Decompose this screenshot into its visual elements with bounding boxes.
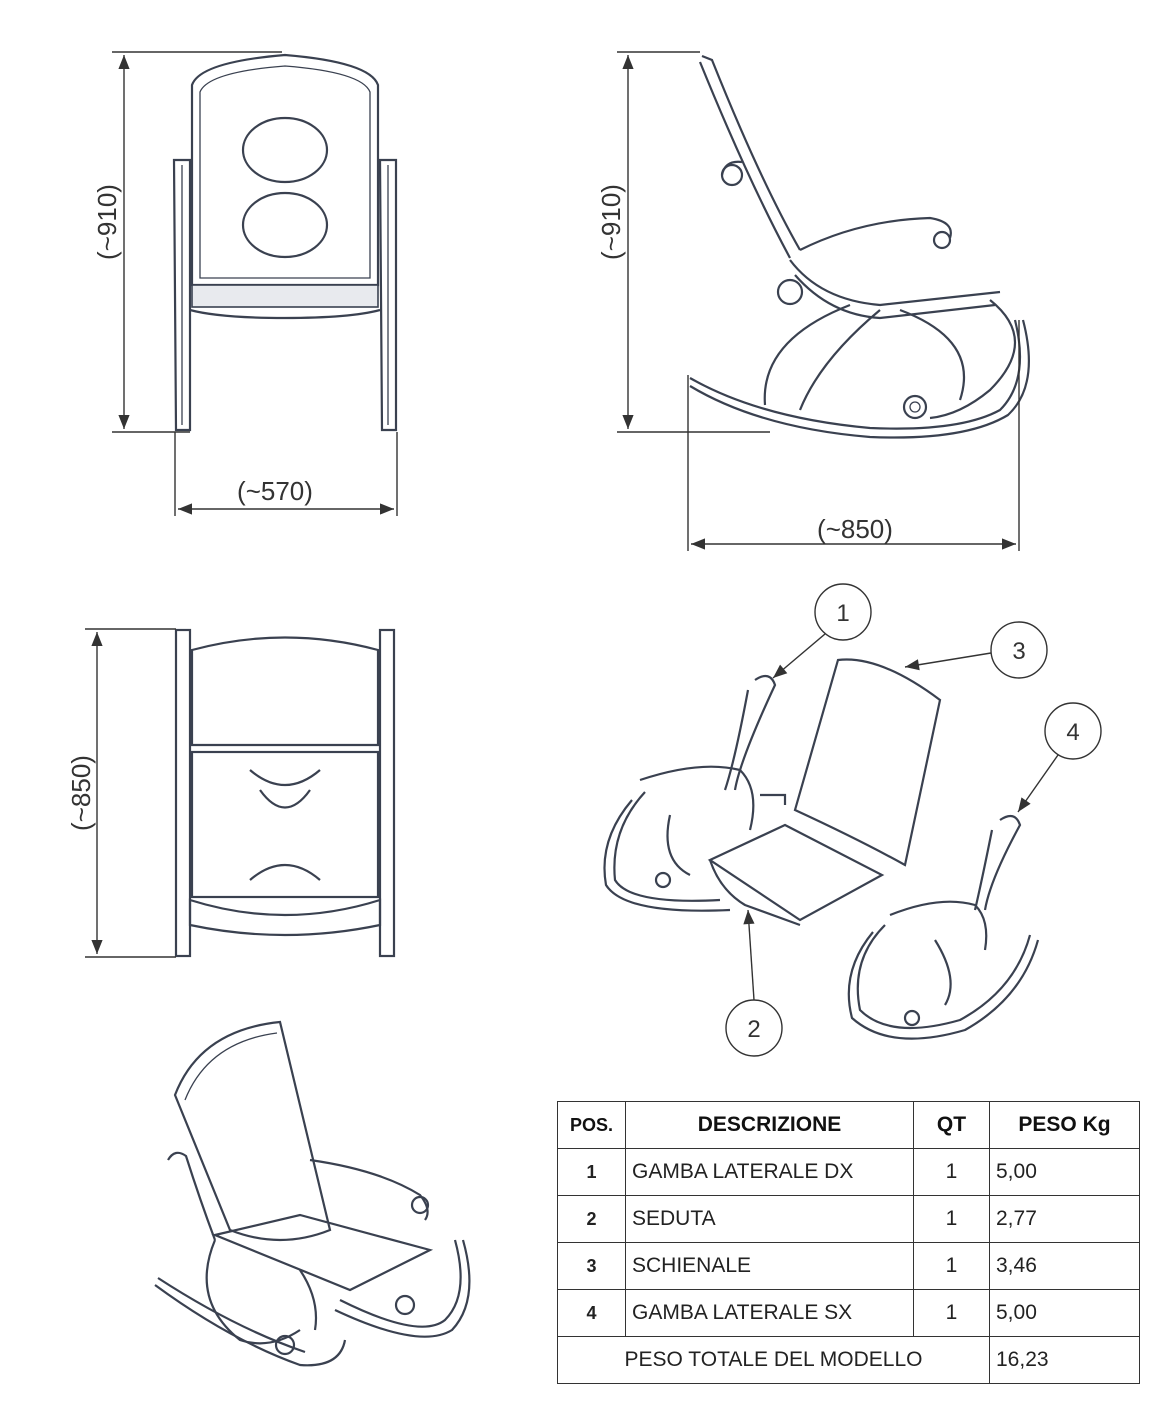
row-description: GAMBA LATERALE SX xyxy=(625,1289,914,1337)
front-width-dimension: (~570) xyxy=(174,432,398,516)
front-height-dimension: (~910) xyxy=(92,51,282,433)
row-weight: 5,00 xyxy=(989,1148,1140,1196)
balloon-2-label: 2 xyxy=(747,1016,760,1043)
row-qt: 1 xyxy=(913,1242,990,1290)
side-view xyxy=(689,54,1030,439)
table-row: 3 SCHIENALE 1 3,46 xyxy=(557,1242,1140,1290)
table-header-row: POS. DESCRIZIONE QT PESO Kg xyxy=(557,1101,1140,1149)
balloon-4-label: 4 xyxy=(1066,719,1079,746)
row-weight: 5,00 xyxy=(989,1289,1140,1337)
total-value: 16,23 xyxy=(989,1336,1140,1384)
exploded-view xyxy=(603,658,1040,1040)
part-4-left-leg xyxy=(847,814,1040,1040)
row-pos: 2 xyxy=(557,1195,626,1243)
top-depth-dimension: (~850) xyxy=(66,628,176,958)
table-total-row: PESO TOTALE DEL MODELLO 16,23 xyxy=(557,1336,1140,1384)
part-1-right-leg xyxy=(603,674,787,912)
balloon-4: 4 xyxy=(1017,702,1102,813)
balloon-1-label: 1 xyxy=(836,600,849,627)
row-qt: 1 xyxy=(913,1289,990,1337)
balloon-3: 3 xyxy=(904,621,1048,679)
part-2-seat xyxy=(707,823,885,927)
front-height-label: (~910) xyxy=(92,184,122,260)
row-qt: 1 xyxy=(913,1195,990,1243)
row-pos: 4 xyxy=(557,1289,626,1337)
part-3-backrest xyxy=(793,658,942,867)
table-row: 4 GAMBA LATERALE SX 1 5,00 xyxy=(557,1289,1140,1337)
side-height-label: (~910) xyxy=(596,184,626,260)
front-width-label: (~570) xyxy=(237,476,313,506)
row-pos: 1 xyxy=(557,1148,626,1196)
row-description: GAMBA LATERALE DX xyxy=(625,1148,914,1196)
front-view xyxy=(172,53,398,432)
top-depth-label: (~850) xyxy=(66,755,96,831)
header-weight: PESO Kg xyxy=(989,1101,1140,1149)
balloon-2: 2 xyxy=(725,909,783,1057)
header-pos: POS. xyxy=(557,1101,626,1149)
header-description: DESCRIZIONE xyxy=(625,1101,914,1149)
isometric-view xyxy=(154,1020,471,1367)
bill-of-materials-table: POS. DESCRIZIONE QT PESO Kg 1 GAMBA LATE… xyxy=(557,1101,1140,1384)
balloon-1: 1 xyxy=(772,583,872,679)
row-pos: 3 xyxy=(557,1242,626,1290)
row-weight: 2,77 xyxy=(989,1195,1140,1243)
side-height-dimension: (~910) xyxy=(596,51,770,433)
side-depth-dimension: (~850) xyxy=(687,320,1020,551)
row-weight: 3,46 xyxy=(989,1242,1140,1290)
row-description: SEDUTA xyxy=(625,1195,914,1243)
header-qt: QT xyxy=(913,1101,990,1149)
top-view xyxy=(174,628,396,958)
row-description: SCHIENALE xyxy=(625,1242,914,1290)
side-depth-label: (~850) xyxy=(817,514,893,544)
total-label: PESO TOTALE DEL MODELLO xyxy=(557,1336,990,1384)
row-qt: 1 xyxy=(913,1148,990,1196)
table-row: 2 SEDUTA 1 2,77 xyxy=(557,1195,1140,1243)
table-row: 1 GAMBA LATERALE DX 1 5,00 xyxy=(557,1148,1140,1196)
balloon-3-label: 3 xyxy=(1012,638,1025,665)
